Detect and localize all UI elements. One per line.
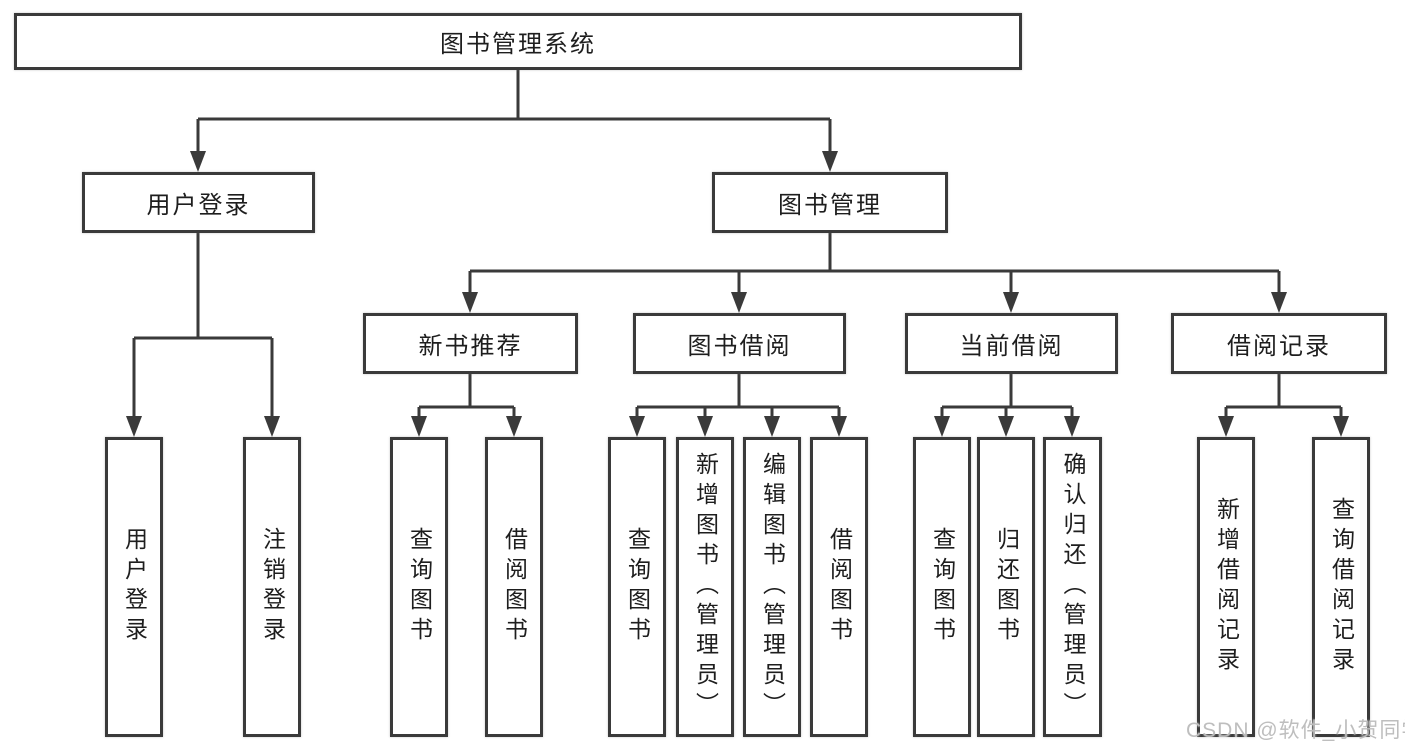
arrowhead xyxy=(998,416,1014,437)
leaf-borrow-book-recommend: 借阅图书 xyxy=(485,437,543,737)
connector-book-mgmt-children xyxy=(468,233,1281,297)
arrowhead xyxy=(822,151,838,172)
connector-root-to-level2 xyxy=(196,70,832,156)
arrowhead xyxy=(1003,292,1019,313)
csdn-watermark: CSDN @软件_小贺同学 xyxy=(1186,719,1405,742)
arrowhead xyxy=(506,416,522,437)
node-library-management-system: 图书管理系统 xyxy=(14,13,1022,70)
leaf-query-book-recommend: 查询图书 xyxy=(390,437,448,737)
arrowhead xyxy=(1064,416,1080,437)
arrowhead xyxy=(462,292,478,313)
arrowhead xyxy=(1271,292,1287,313)
leaf-query-book-current: 查询图书 xyxy=(913,437,971,737)
arrowhead xyxy=(629,416,645,437)
leaf-add-borrow-record: 新增借阅记录 xyxy=(1197,437,1255,737)
leaf-user-login: 用户登录 xyxy=(105,437,163,737)
node-current-borrow: 当前借阅 xyxy=(905,313,1118,374)
leaf-logout: 注销登录 xyxy=(243,437,301,737)
node-book-management: 图书管理 xyxy=(712,172,948,233)
leaf-borrow-book: 借阅图书 xyxy=(810,437,868,737)
connector-new-book-rec-children xyxy=(417,374,516,421)
arrowhead xyxy=(1333,416,1349,437)
arrowhead xyxy=(1218,416,1234,437)
connector-current-borrow-children xyxy=(940,374,1074,421)
arrowhead xyxy=(764,416,780,437)
leaf-return-book: 归还图书 xyxy=(977,437,1035,737)
leaf-query-book-borrow: 查询图书 xyxy=(608,437,666,737)
arrowhead xyxy=(697,416,713,437)
node-borrow-records: 借阅记录 xyxy=(1171,313,1387,374)
connector-user-login-children xyxy=(132,233,274,421)
leaf-add-book-admin: 新增图书（管理员） xyxy=(676,437,734,737)
leaf-confirm-return-admin: 确认归还（管理员） xyxy=(1043,437,1102,737)
arrowhead xyxy=(126,416,142,437)
arrowhead xyxy=(190,151,206,172)
connector-borrow-records-children xyxy=(1224,374,1343,421)
arrowhead xyxy=(264,416,280,437)
node-book-borrow: 图书借阅 xyxy=(633,313,846,374)
leaf-edit-book-admin: 编辑图书（管理员） xyxy=(743,437,801,737)
arrowhead xyxy=(411,416,427,437)
connector-book-borrow-children xyxy=(635,374,841,421)
node-new-book-recommend: 新书推荐 xyxy=(363,313,578,374)
arrowhead xyxy=(831,416,847,437)
arrowhead xyxy=(934,416,950,437)
arrowhead xyxy=(731,292,747,313)
leaf-query-borrow-record: 查询借阅记录 xyxy=(1312,437,1370,737)
node-user-login-group: 用户登录 xyxy=(82,172,315,233)
